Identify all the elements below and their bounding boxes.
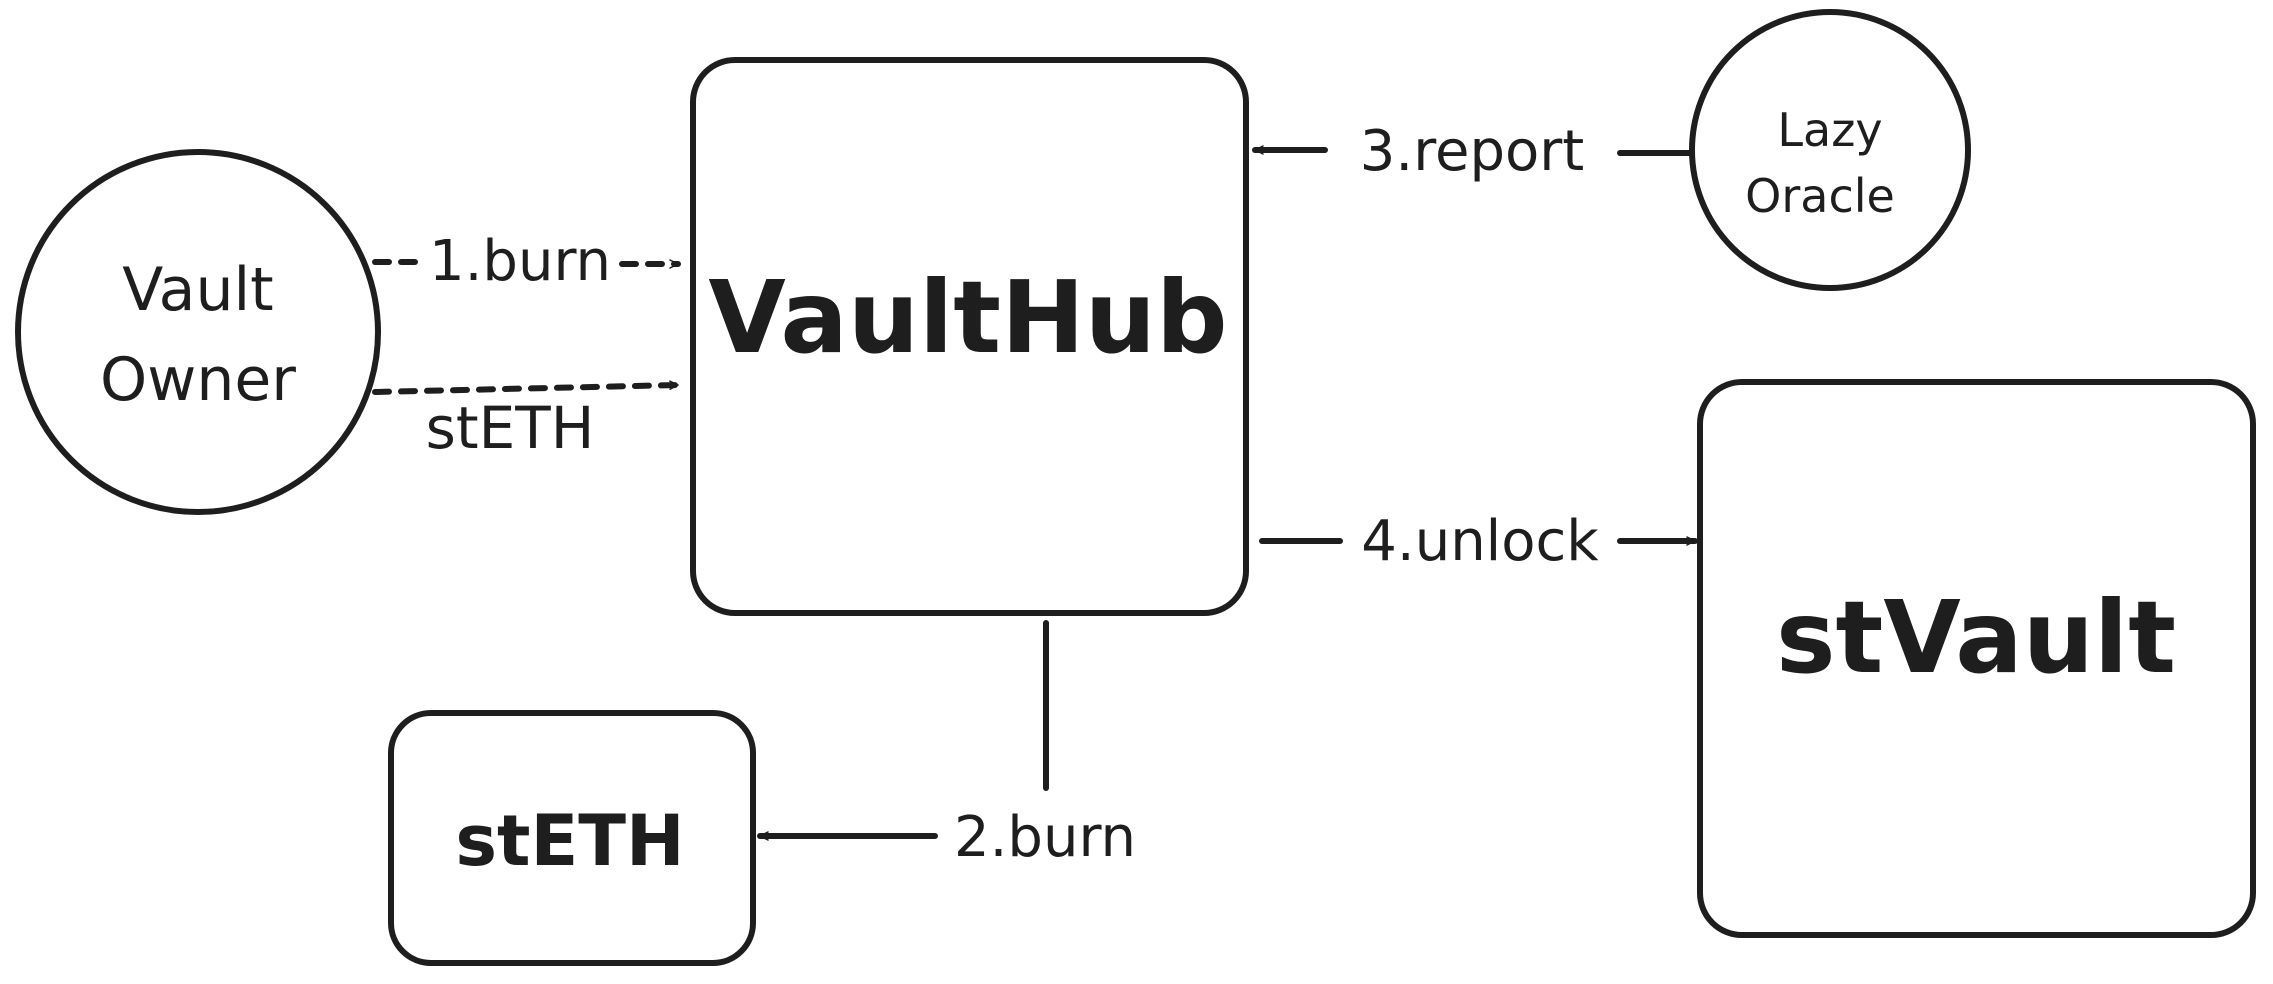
edge-unlock-4-label: 4.unlock bbox=[1361, 509, 1599, 574]
edge-burn-1-label: 1.burn bbox=[429, 229, 611, 294]
edge-steth-transfer: stETH bbox=[372, 380, 681, 462]
edge-steth-transfer-label: stETH bbox=[426, 394, 595, 462]
lazy-oracle-node: Lazy Oracle bbox=[1689, 9, 1971, 291]
edge-burn-2-label: 2.burn bbox=[954, 805, 1136, 870]
lazy-oracle-label-line1: Lazy bbox=[1777, 103, 1882, 157]
steth-label: stETH bbox=[455, 800, 684, 882]
edge-unlock-4: 4.unlock bbox=[1259, 509, 1698, 574]
stvault-node: stVault bbox=[1697, 379, 2256, 938]
stvault-label: stVault bbox=[1776, 579, 2176, 696]
vault-hub-label: VaultHub bbox=[708, 259, 1227, 376]
vault-owner-node: Vault Owner bbox=[15, 149, 381, 515]
edge-burn-1: 1.burn bbox=[372, 229, 681, 294]
edge-report-3-label: 3.report bbox=[1360, 119, 1584, 184]
edge-burn-2: 2.burn bbox=[757, 620, 1136, 870]
vault-owner-label-line1: Vault bbox=[122, 255, 273, 325]
edge-report-3: 3.report bbox=[1252, 119, 1693, 184]
steth-node: stETH bbox=[388, 710, 756, 966]
vault-owner-label-line2: Owner bbox=[100, 345, 296, 415]
vault-hub-node: VaultHub bbox=[690, 57, 1249, 616]
lazy-oracle-label-line2: Oracle bbox=[1745, 169, 1895, 223]
